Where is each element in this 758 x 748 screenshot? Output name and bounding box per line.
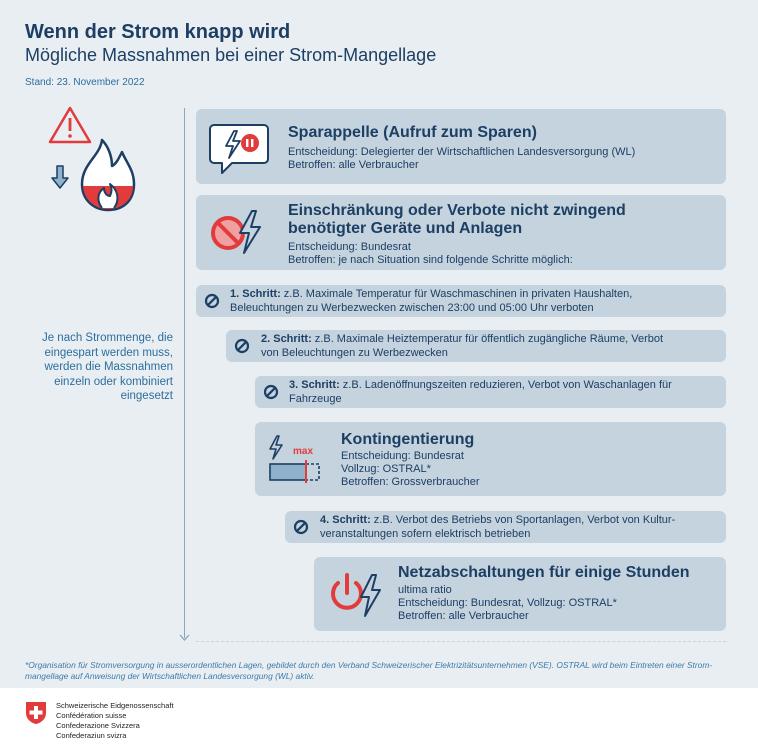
card-title-line1: Einschränkung oder Verbote nicht zwingen… bbox=[288, 202, 626, 219]
step-label: 2. Schritt: bbox=[261, 333, 312, 345]
card-affected: Betroffen: alle Verbraucher bbox=[398, 610, 529, 622]
step-3: 3. Schritt: z.B. Ladenöffnungszeiten red… bbox=[255, 376, 726, 408]
card-note: ultima ratio bbox=[398, 584, 452, 596]
card-sparappelle: Sparappelle (Aufruf zum Sparen) Entschei… bbox=[196, 109, 726, 184]
confed-rm: Confederaziun svizra bbox=[56, 731, 127, 740]
card-title: Kontingentierung bbox=[341, 431, 475, 448]
date-stamp: Stand: 23. November 2022 bbox=[25, 77, 145, 88]
prohibited-icon bbox=[263, 384, 279, 400]
step-text-line1: z.B. Verbot des Betriebs von Sportanlage… bbox=[373, 514, 676, 526]
step-label: 3. Schritt: bbox=[289, 379, 340, 391]
page-subtitle: Mögliche Massnahmen bei einer Strom-Mang… bbox=[25, 45, 437, 65]
quota-bar-icon bbox=[269, 435, 320, 483]
divider bbox=[196, 641, 726, 642]
step-label: 1. Schritt: bbox=[230, 288, 281, 300]
confed-de: Schweizerische Eidgenossenschaft bbox=[56, 701, 174, 710]
speech-bubble-power-icon bbox=[209, 124, 269, 174]
step-text-line1: z.B. Maximale Heiztemperatur für öffentl… bbox=[314, 333, 664, 345]
footer: Schweizerische Eidgenossenschaft Confédé… bbox=[0, 688, 758, 748]
card-decision: Entscheidung: Bundesrat bbox=[288, 241, 411, 253]
energy-shortage-illustration bbox=[48, 106, 136, 212]
timeline-arrow-icon bbox=[179, 634, 190, 641]
card-title: Sparappelle (Aufruf zum Sparen) bbox=[288, 124, 537, 141]
step-text-line1: z.B. Maximale Temperatur für Waschmaschi… bbox=[283, 288, 633, 300]
prohibited-icon bbox=[234, 338, 250, 354]
card-execution: Vollzug: OSTRAL* bbox=[341, 463, 431, 475]
max-label: max bbox=[293, 446, 314, 457]
confed-it: Confederazione Svizzera bbox=[56, 721, 140, 730]
prohibited-icon bbox=[293, 519, 309, 535]
card-affected: Betroffen: je nach Situation sind folgen… bbox=[288, 254, 573, 266]
page-title: Wenn der Strom knapp wird bbox=[25, 21, 291, 43]
card-title: Netzabschaltungen für einige Stunden bbox=[398, 564, 690, 581]
card-affected: Betroffen: alle Verbraucher bbox=[288, 159, 419, 171]
side-note: Je nach Strommenge, die eingespart werde… bbox=[41, 332, 173, 402]
card-affected: Betroffen: Grossverbraucher bbox=[341, 476, 480, 488]
footnote-line1: *Organisation für Stromversorgung in aus… bbox=[25, 660, 713, 670]
step-4: 4. Schritt: z.B. Verbot des Betriebs von… bbox=[285, 511, 726, 543]
card-decision: Entscheidung: Delegierter der Wirtschaft… bbox=[288, 146, 636, 158]
confed-fr: Confédération suisse bbox=[56, 711, 127, 720]
footnote: *Organisation für Stromversorgung in aus… bbox=[25, 660, 735, 682]
prohibited-icon bbox=[204, 293, 220, 309]
card-kontingentierung: max Kontingentierung Entscheidung: Bunde… bbox=[255, 422, 726, 496]
card-decision: Entscheidung: Bundesrat bbox=[341, 450, 464, 462]
prohibited-power-icon bbox=[211, 210, 261, 254]
step-text-line2: veranstaltungen sofern elektrisch betrie… bbox=[320, 527, 531, 540]
card-netzabschaltungen: Netzabschaltungen für einige Stunden ult… bbox=[314, 557, 726, 631]
step-text-line2: Beleuchtungen zu Werbezwecken zwischen 2… bbox=[230, 301, 594, 314]
step-text-line1: z.B. Ladenöffnungszeiten reduzieren, Ver… bbox=[342, 379, 672, 391]
power-off-icon bbox=[331, 573, 381, 617]
step-label: 4. Schritt: bbox=[320, 514, 371, 526]
card-title-line2: benötigter Geräte und Anlagen bbox=[288, 220, 523, 237]
timeline-line bbox=[184, 108, 185, 638]
step-text-line2: Fahrzeuge bbox=[289, 392, 342, 405]
flame-icon bbox=[80, 138, 136, 212]
swiss-coat-of-arms-icon bbox=[26, 702, 46, 724]
confederation-name: Schweizerische Eidgenossenschaft Confédé… bbox=[56, 701, 174, 741]
step-1: 1. Schritt: z.B. Maximale Temperatur für… bbox=[196, 285, 726, 317]
card-decision: Entscheidung: Bundesrat, Vollzug: OSTRAL… bbox=[398, 597, 617, 609]
down-arrow-icon bbox=[51, 165, 69, 189]
step-2: 2. Schritt: z.B. Maximale Heiztemperatur… bbox=[226, 330, 726, 362]
step-text-line2: von Beleuchtungen zu Werbezwecken bbox=[261, 346, 448, 359]
card-einschraenkung: Einschränkung oder Verbote nicht zwingen… bbox=[196, 195, 726, 270]
warning-icon bbox=[48, 106, 92, 144]
footnote-line2: mangellage auf Anweisung der Wirtschaftl… bbox=[25, 671, 315, 681]
